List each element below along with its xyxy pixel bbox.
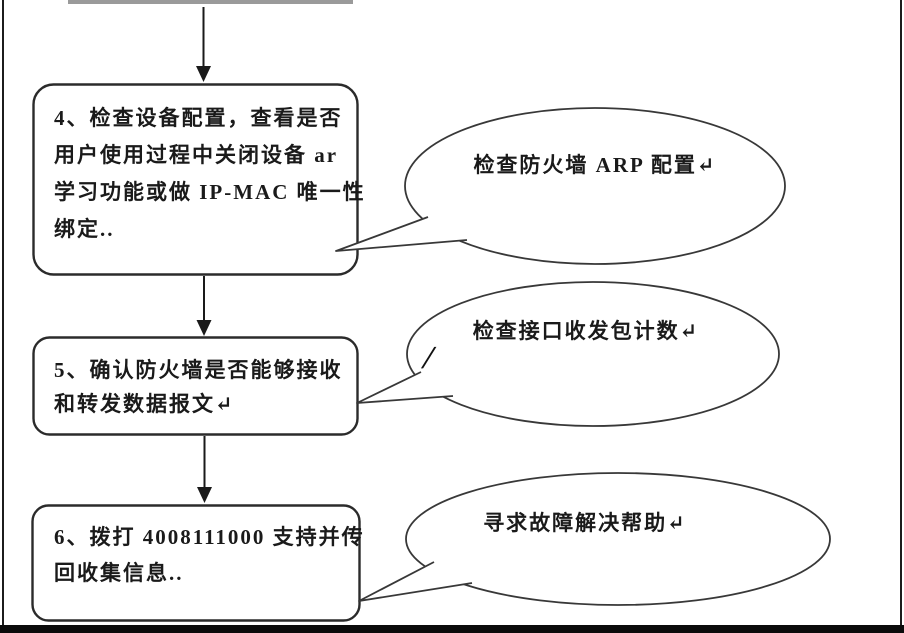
step4-line2: 用户使用过程中关闭设备 ar (54, 143, 339, 167)
step4-line1: 4、检查设备配置，查看是否 (54, 106, 343, 130)
callout1-label: 检查防火墙 ARP 配置↵ (473, 153, 717, 177)
step6-box (31, 504, 361, 622)
arrow-step4-to-step5 (196, 276, 212, 336)
step4-text: 4、检查设备配置，查看是否 用户使用过程中关闭设备 ar 学习功能或做 IP-M… (54, 100, 366, 248)
callout2-bubble (356, 281, 780, 427)
callout2-label: 检查接口收发包计数↵ (472, 319, 700, 343)
step4-box (32, 83, 359, 276)
callout3-label: 寻求故障解决帮助↵ (483, 511, 687, 535)
step6-line2: 回收集信息.. (54, 561, 184, 585)
step6-text: 6、拨打 4008111000 支持并传 回收集信息.. (54, 519, 365, 591)
previous-step-box-edge (68, 0, 353, 4)
page-bottom-bar (0, 625, 904, 633)
step5-text: 5、确认防火墙是否能够接收 和转发数据报文↵ (54, 353, 343, 421)
arrow-into-step4 (196, 7, 211, 82)
page-border-left (2, 0, 4, 633)
step6-line1: 6、拨打 4008111000 支持并传 (54, 525, 365, 549)
step5-box (32, 336, 359, 436)
page-border-right (900, 0, 902, 633)
step5-line1: 5、确认防火墙是否能够接收 (54, 358, 343, 382)
callout1-bubble (335, 107, 786, 265)
arrow-step5-to-step6 (197, 436, 212, 503)
callout3-bubble (358, 472, 831, 606)
step4-line4: 绑定.. (54, 217, 115, 241)
step5-line2: 和转发数据报文↵ (54, 392, 235, 416)
step4-line3: 学习功能或做 IP-MAC 唯一性 (54, 180, 366, 204)
